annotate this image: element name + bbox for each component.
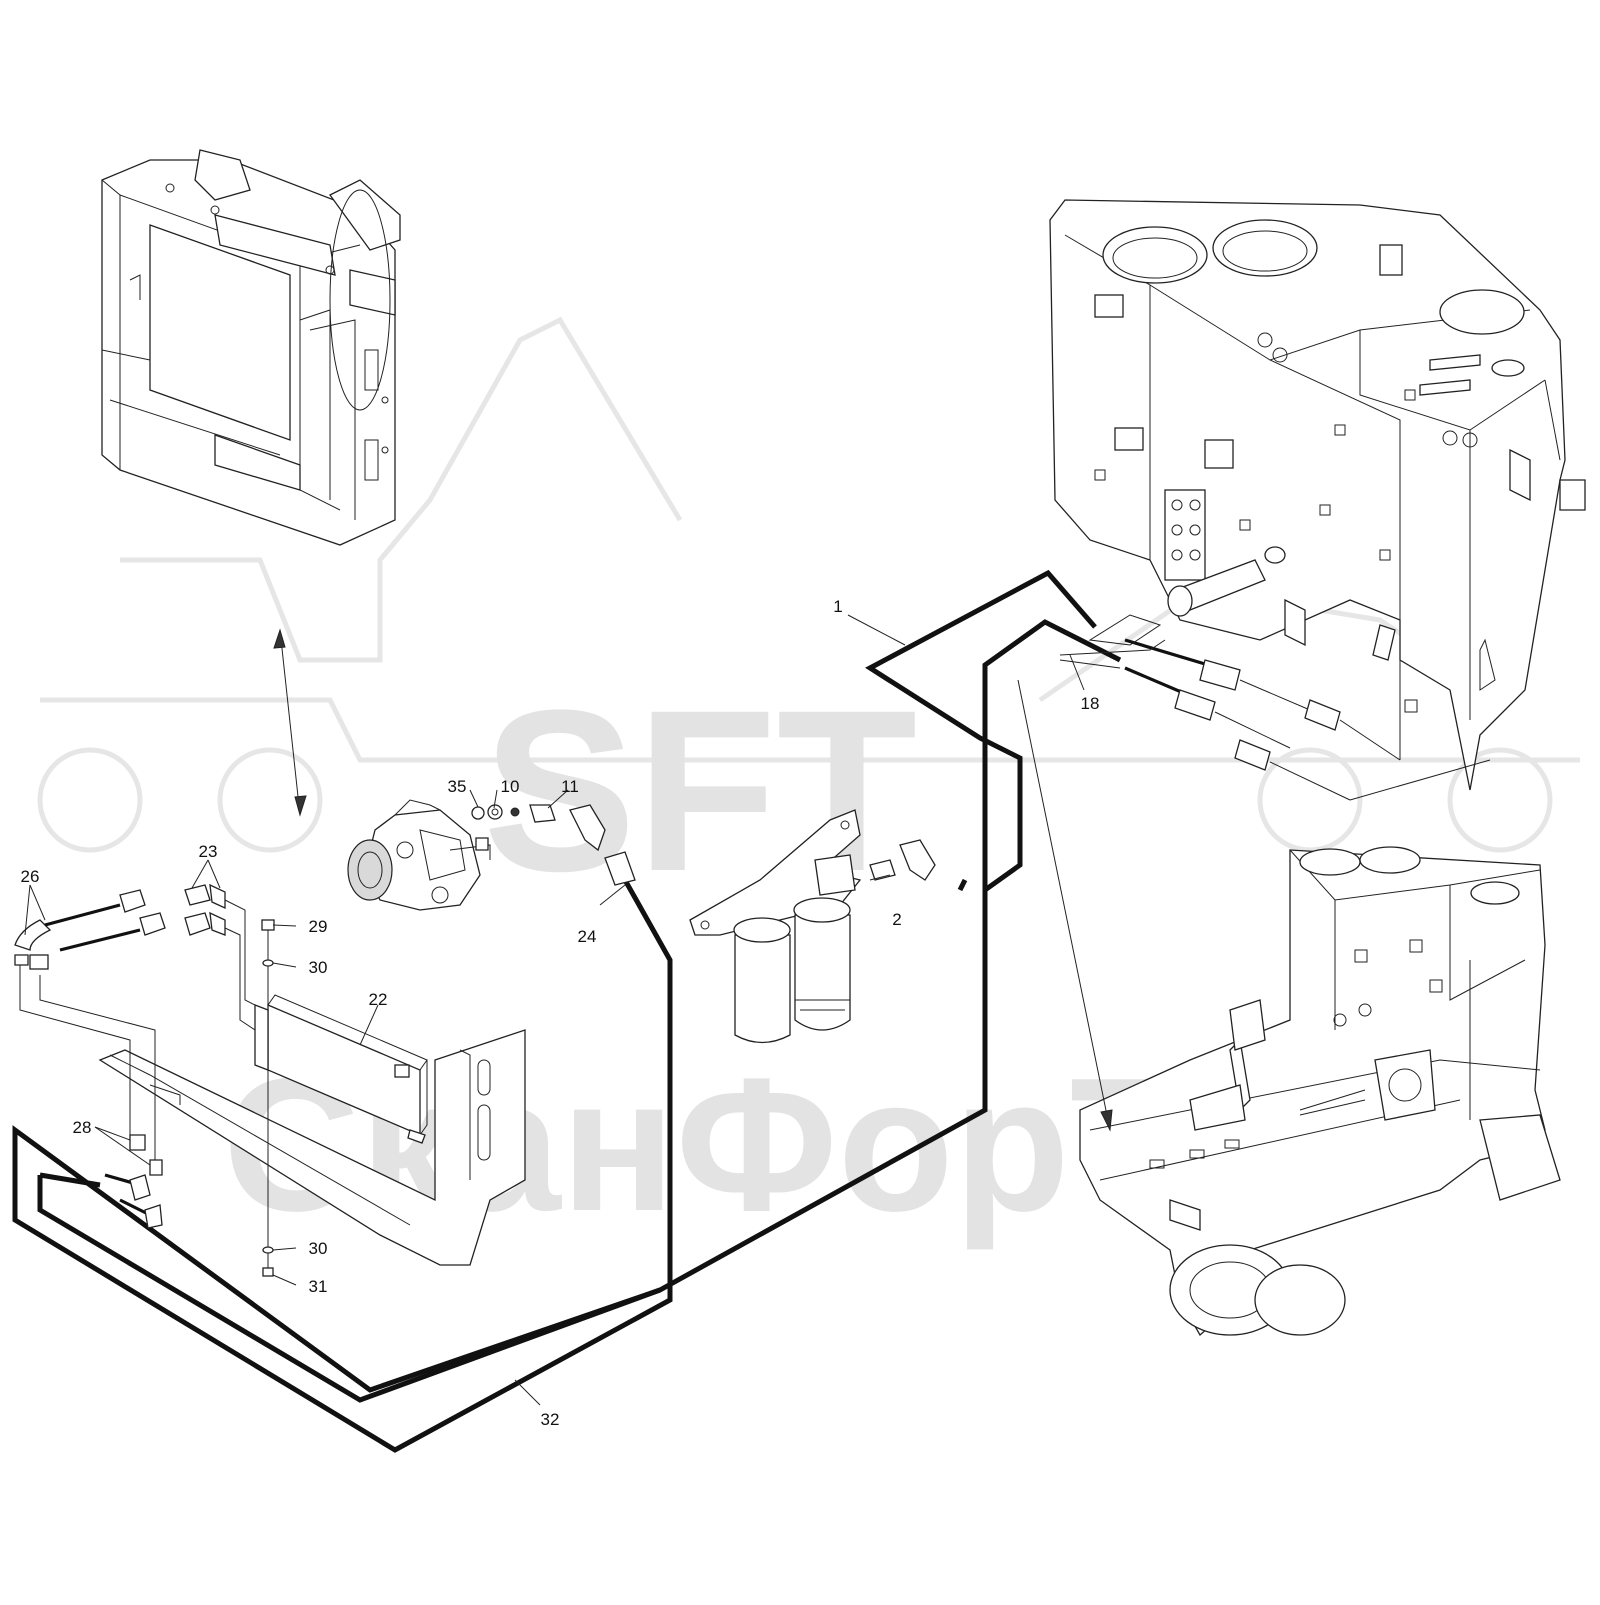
callout-10: 10 <box>501 777 520 796</box>
leader-lines <box>24 614 1085 1406</box>
callout-30-lower: 30 <box>309 1239 328 1258</box>
arrow-to-lower-frame <box>1017 679 1113 1132</box>
callout-28: 28 <box>73 1118 92 1137</box>
callout-18: 18 <box>1081 694 1100 713</box>
callout-11: 11 <box>561 777 579 796</box>
callout-labels: 1 2 10 11 18 22 23 24 26 28 29 30 30 31 … <box>21 597 1100 1429</box>
callout-23: 23 <box>199 842 218 861</box>
callout-22: 22 <box>369 990 388 1009</box>
callout-31: 31 <box>309 1277 328 1296</box>
callout-1: 1 <box>833 597 842 616</box>
injection-pump <box>347 799 636 911</box>
chassis-frame-top <box>1049 199 1586 791</box>
callout-29: 29 <box>309 917 328 936</box>
hoses-to-frame <box>1059 614 1491 801</box>
callout-26: 26 <box>21 867 40 886</box>
callout-24: 24 <box>578 927 597 946</box>
double-arrow-radiator <box>273 628 307 817</box>
bolt-stack <box>261 919 275 1277</box>
fuel-filter <box>689 809 936 1044</box>
fuel-pipe-1 <box>12 569 1122 1453</box>
watermark-tractor-outline <box>37 316 1580 853</box>
cooler-and-bracket <box>98 994 526 1266</box>
callout-32: 32 <box>541 1410 560 1429</box>
left-hoses <box>14 883 256 1229</box>
callout-30-upper: 30 <box>309 958 328 977</box>
chassis-frame-bottom <box>1079 846 1561 1337</box>
callout-35: 35 <box>448 777 467 796</box>
radiator-assembly <box>101 149 401 546</box>
callout-2: 2 <box>892 910 901 929</box>
